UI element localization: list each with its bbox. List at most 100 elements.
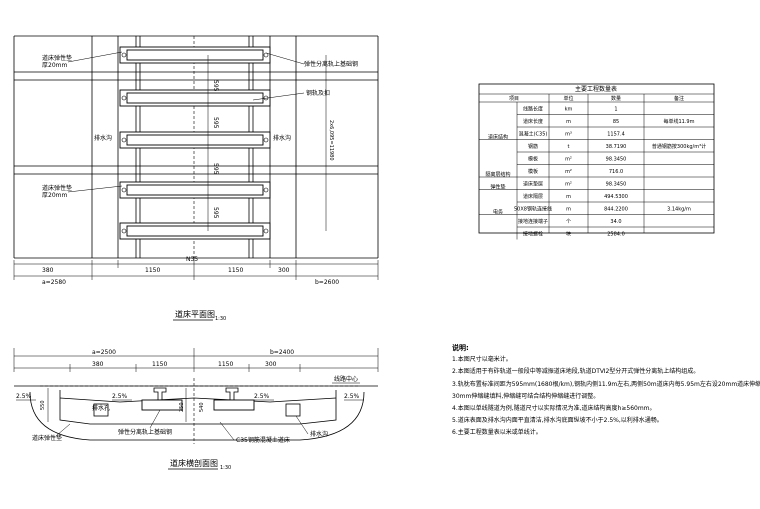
- table-cell-qty: 98.3450: [606, 156, 627, 162]
- rail-fastener-label: 钢轨及扣: [306, 89, 330, 97]
- table-cell-unit: m³: [565, 131, 572, 137]
- table-cell-qty: 85: [613, 119, 619, 125]
- bottom-cushion-thickness: 厚20mm: [42, 192, 67, 199]
- sec-dim-1150-left: 1150: [152, 361, 167, 368]
- concrete-label: C35钢筋混凝土道床: [236, 436, 290, 444]
- total-length-dim: 2x6,095=11980: [328, 120, 334, 161]
- table-cell-qty: 98.3450: [606, 181, 627, 187]
- slope-mid-left: 2.5%: [112, 393, 128, 400]
- top-cushion-label: 道床弹性垫: [42, 54, 72, 62]
- table-title: 主要工程数量表: [575, 85, 617, 93]
- dim-1150-right: 1150: [228, 267, 243, 274]
- table-cell-qty: 1157.4: [607, 131, 625, 137]
- elastic-pad-label: 弹性分离轨上基础钢: [118, 428, 172, 436]
- drain-hole-label: 排水孔: [92, 404, 110, 412]
- table-header-remark: 备注: [674, 95, 684, 102]
- table-cell-qty: 2584.0: [607, 231, 625, 237]
- table-cell-remark: 3.14kg/m: [667, 206, 691, 212]
- sec-dim-550: 550: [40, 400, 46, 410]
- right-drain-label: 排水沟: [310, 430, 328, 438]
- table-header-unit: 单位: [563, 95, 573, 102]
- table-cell-item: 模板: [528, 168, 538, 175]
- note-3: 3.轨枕布置标准间距为595mm(1680根/km),钢轨内侧11.9m左右,两…: [452, 380, 760, 388]
- sec-dim-380: 380: [92, 361, 104, 368]
- note-5: 5.道床表面及排水沟内面平直清洁,排水沟底面纵坡不小于2.5%,以利排水通畅。: [452, 417, 663, 425]
- track-center-label: 线路中心: [334, 375, 358, 383]
- drain-left-label: 排水沟: [94, 134, 112, 142]
- table-group-label: 道床结构: [488, 133, 508, 140]
- dim-1150-left: 1150: [145, 267, 160, 274]
- sleeper-2: [119, 89, 271, 107]
- slope-right: 2.5%: [344, 393, 360, 400]
- sec-dim-300: 300: [265, 361, 277, 368]
- half-gauge-dim: N35: [186, 256, 198, 263]
- spacing-2: 595: [212, 117, 219, 129]
- table-cell-unit: km: [565, 106, 573, 112]
- dim-380: 380: [42, 267, 54, 274]
- table-cell-item: 混凝土(C35): [519, 130, 548, 137]
- table-cell-unit: 个: [566, 219, 571, 225]
- table-cell-item: 50X8钢轨连接线: [514, 205, 552, 212]
- spacing-3: 595: [212, 163, 219, 175]
- table-cell-unit: m²: [565, 169, 572, 175]
- dim-b: b=2600: [315, 279, 339, 286]
- note-4: 4.本图以单线隧道为例,隧道尺寸以实际情况为准,道床结构高度h≥560mm。: [452, 405, 656, 413]
- table-cell-item: 道床垫层: [523, 180, 543, 187]
- sleeper-1: [119, 46, 271, 64]
- table-cell-unit: m: [566, 194, 571, 200]
- notes-block: 说明: 1.本图尺寸以毫米计。 2.本图适用于有砟轨道一般段中等减振道床地段,轨…: [452, 342, 760, 440]
- plan-scale: 1:30: [215, 316, 226, 322]
- bottom-cushion-label: 道床弹性垫: [42, 184, 72, 192]
- table-cell-item: 模板: [528, 155, 538, 162]
- table-cell-unit: m: [566, 119, 571, 125]
- table-cell-unit: t: [568, 144, 570, 150]
- table-group-label: 电务: [493, 208, 503, 215]
- table-cell-qty: 844.2200: [604, 206, 628, 212]
- plan-title: 道床平面图: [175, 309, 215, 319]
- spacing-1: 595: [212, 80, 219, 92]
- table-cell-unit: m²: [565, 156, 572, 162]
- table-header-item: 项目: [509, 96, 519, 102]
- sleeper-type-label: 弹性分离轨上基础钢: [304, 60, 358, 68]
- table-cell-item: 道床长度: [523, 118, 543, 125]
- table-cell-qty: 716.0: [609, 169, 623, 175]
- dim-300: 300: [278, 267, 290, 274]
- drain-right-label: 排水沟: [273, 134, 291, 142]
- note-3b: 30mm伸缩缝填料,伸缩缝可结合结构伸缩缝进行调整。: [452, 392, 600, 400]
- section-title: 道床横剖面图: [170, 458, 218, 468]
- slope-mid-right: 2.5%: [254, 393, 270, 400]
- table-cell-item: 接地螺栓: [523, 230, 543, 237]
- sec-dim-540: 540: [199, 402, 205, 412]
- table-cell-unit: 块: [566, 230, 571, 237]
- note-1: 1.本图尺寸以毫米计。: [452, 356, 512, 364]
- table-header-qty: 数量: [611, 95, 621, 102]
- spacing-4: 595: [212, 207, 219, 219]
- table-cell-remark: 普通钢筋按300kg/m³计: [652, 143, 706, 150]
- note-2: 2.本图适用于有砟轨道一般段中等减振道床地段,轨道DTⅥ2型分开式弹性分离轨上结…: [452, 368, 700, 376]
- sleeper-3: [119, 131, 271, 149]
- note-6: 6.主要工程数量表以米或单线计。: [452, 429, 542, 437]
- section-scale: 1:30: [220, 465, 231, 471]
- table-cell-unit: m²: [565, 181, 572, 187]
- sec-dim-1150-right: 1150: [218, 361, 233, 368]
- sleeper-5: [119, 222, 271, 240]
- plan-view: 595 595 595 595 2x6,095=11980 道床弹性垫 厚20m…: [13, 35, 379, 322]
- table-cell-qty: 1: [614, 106, 617, 112]
- table-group-label: 隔离层结构: [485, 171, 510, 178]
- section-view: a=2500 b=2400 380 1150 1150 300 550 250 …: [13, 348, 379, 471]
- table-cell-item: 道床隔层: [523, 193, 543, 200]
- table-cell-qty: 34.0: [610, 219, 621, 225]
- notes-title: 说明:: [452, 344, 469, 352]
- table-group-label: 弹性垫: [490, 183, 505, 190]
- sleeper-4: [119, 181, 271, 199]
- sec-dim-b: b=2400: [270, 349, 294, 356]
- table-cell-qty: 494.5300: [604, 194, 628, 200]
- table-cell-item: 钢筋: [528, 143, 538, 150]
- dim-a: a=2580: [42, 279, 66, 286]
- base-cushion-label: 道床弹性垫: [32, 434, 62, 442]
- table-cell-unit: m: [566, 206, 571, 212]
- table-cell-qty: 38.7190: [606, 144, 627, 150]
- slope-left: 2.5%: [16, 393, 32, 400]
